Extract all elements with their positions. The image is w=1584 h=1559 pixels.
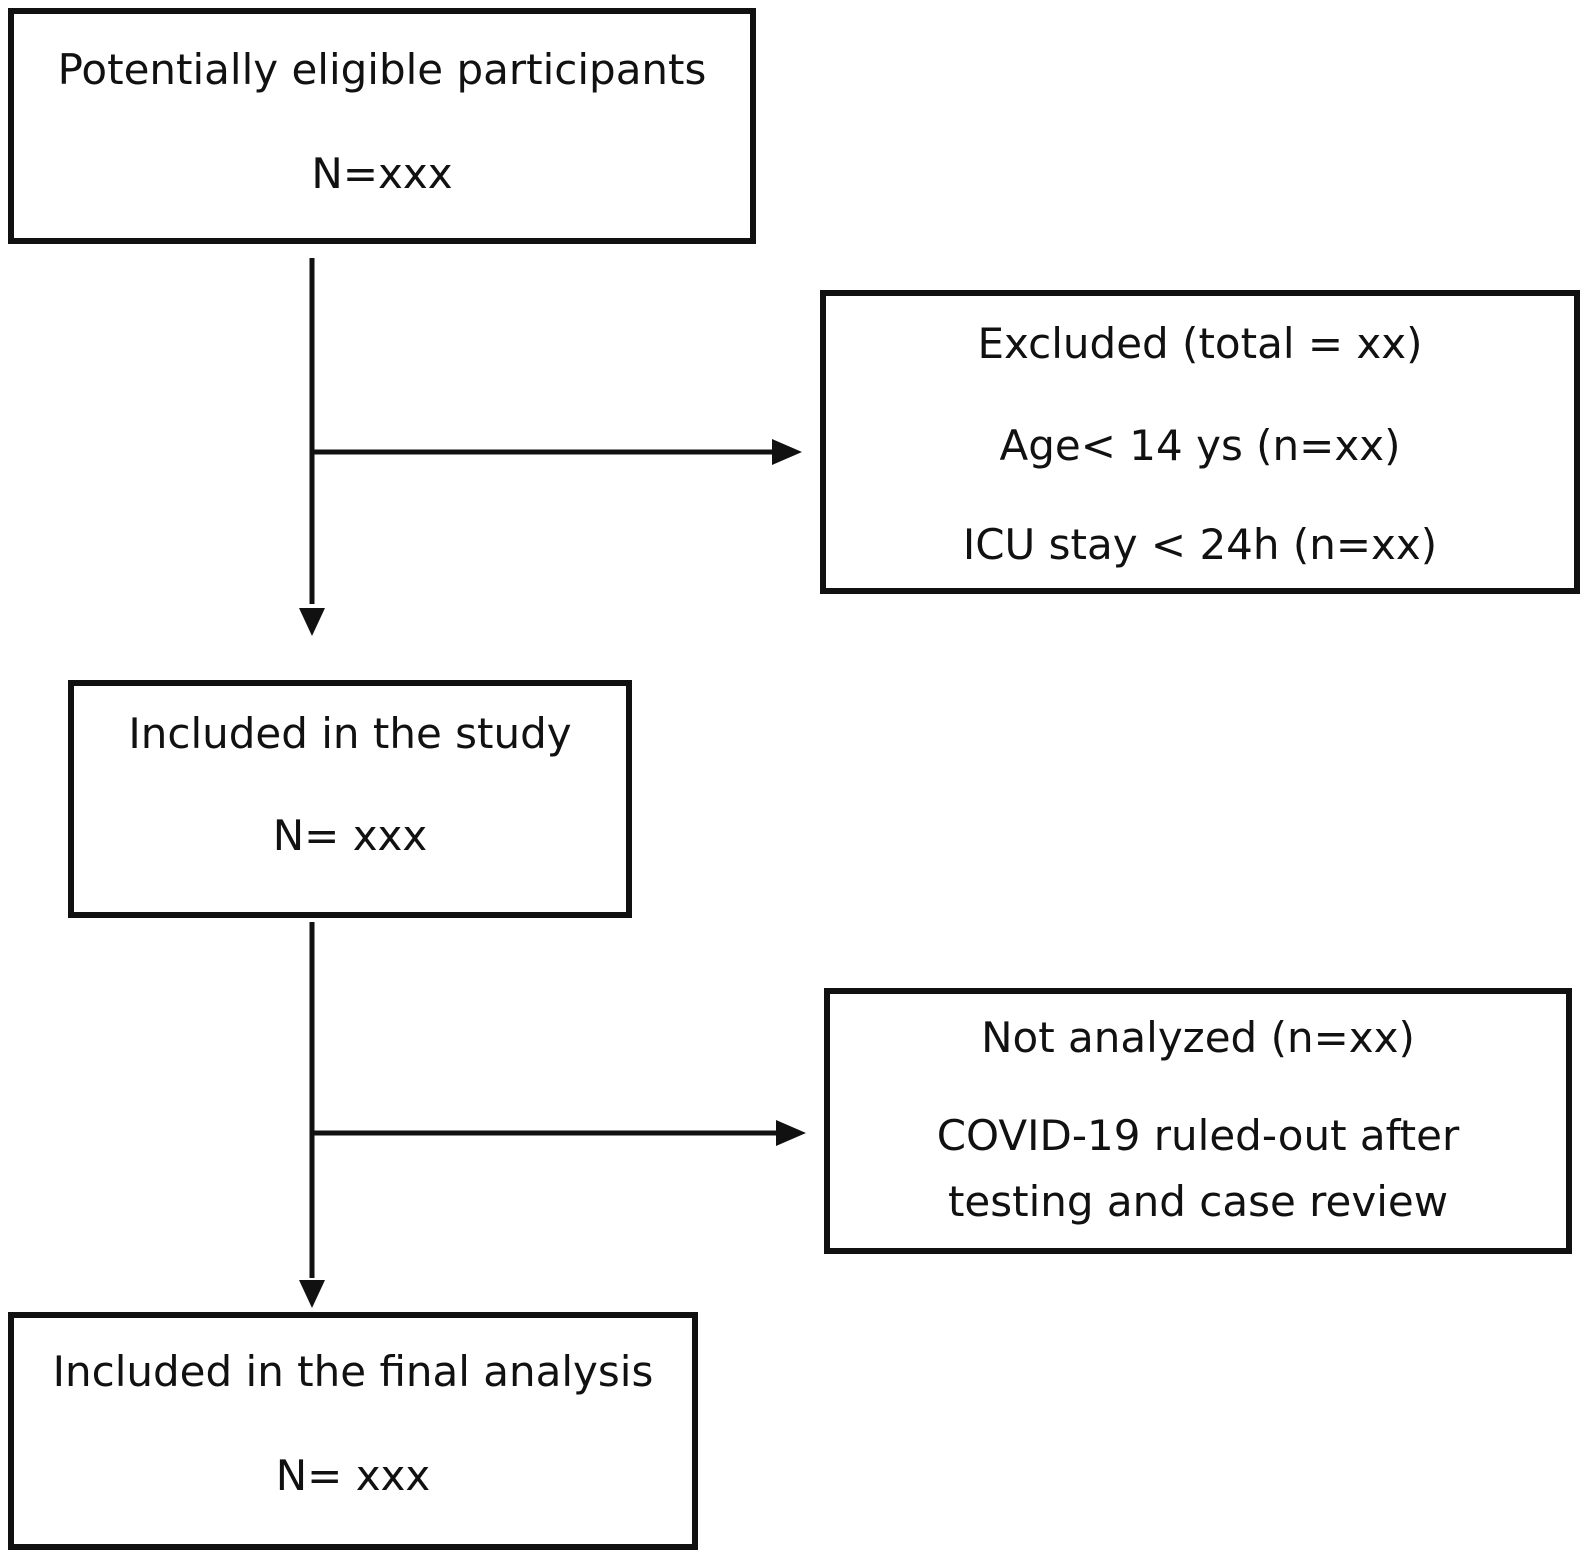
final-analysis-box: Included in the final analysis N= xxx <box>8 1312 698 1550</box>
not-analyzed-reason-line2: testing and case review <box>947 1177 1449 1226</box>
included-study-box: Included in the study N= xxx <box>68 680 632 918</box>
arrowhead-final <box>299 1280 325 1308</box>
excluded-title: Excluded (total = xx) <box>977 319 1423 368</box>
final-analysis-title: Included in the final analysis <box>52 1347 654 1396</box>
not-analyzed-title: Not analyzed (n=xx) <box>981 1013 1415 1062</box>
excluded-reason-icu: ICU stay < 24h (n=xx) <box>962 520 1438 569</box>
eligible-participants-box: Potentially eligible participants N=xxx <box>8 8 756 244</box>
not-analyzed-reason-line1: COVID-19 ruled-out after <box>936 1111 1460 1160</box>
eligible-title: Potentially eligible participants <box>57 45 707 94</box>
eligible-count: N=xxx <box>311 149 453 198</box>
arrowhead-included <box>299 608 325 636</box>
arrowhead-excluded <box>772 439 802 465</box>
excluded-reason-age: Age< 14 ys (n=xx) <box>999 421 1401 470</box>
included-study-count: N= xxx <box>272 811 428 860</box>
excluded-box: Excluded (total = xx) Age< 14 ys (n=xx) … <box>820 290 1580 594</box>
included-study-title: Included in the study <box>128 709 572 758</box>
final-analysis-count: N= xxx <box>275 1451 431 1500</box>
not-analyzed-box: Not analyzed (n=xx) COVID-19 ruled-out a… <box>824 988 1572 1254</box>
arrowhead-not-analyzed <box>776 1120 806 1146</box>
